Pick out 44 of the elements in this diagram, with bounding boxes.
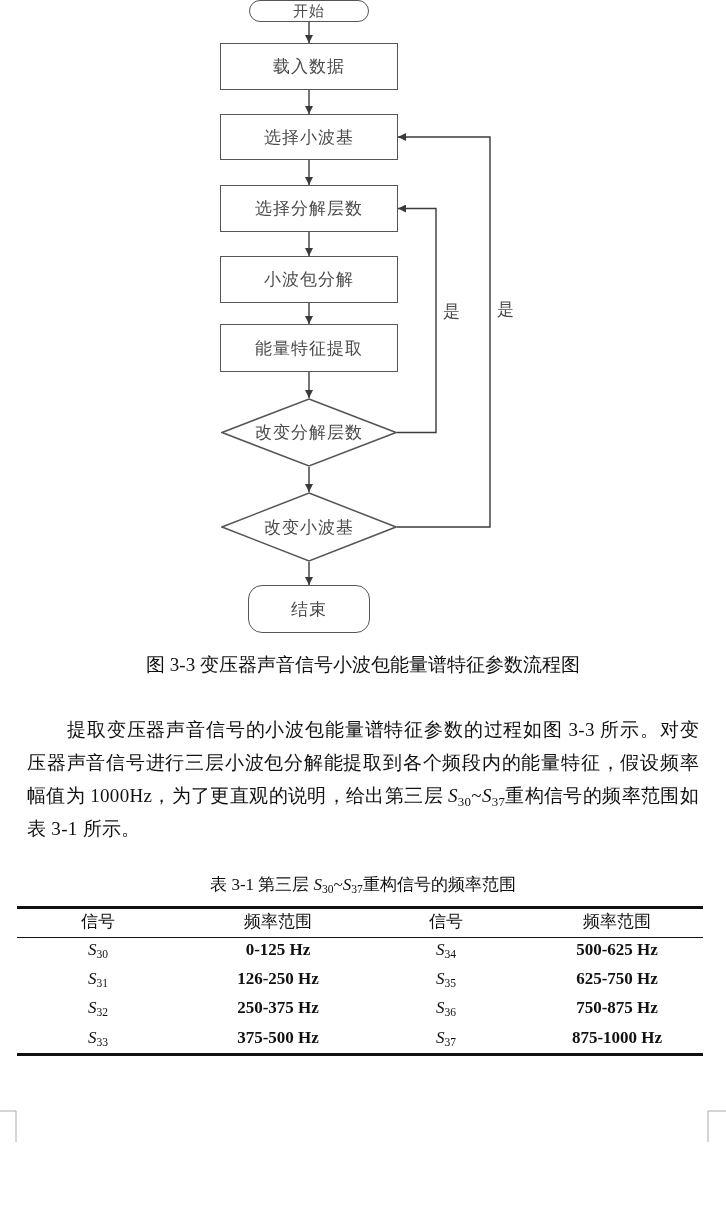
- figure-caption: 图 3-3 变压器声音信号小波包能量谱特征参数流程图: [146, 653, 580, 677]
- frequency-range: 500-625 Hz: [576, 939, 658, 961]
- edge-label: 是: [442, 302, 461, 322]
- signal-label: S$_{31}$: [87, 968, 108, 991]
- arrow: [396, 133, 491, 528]
- signal-label: S$_{37}$: [435, 1027, 456, 1050]
- arrow: [305, 89, 313, 115]
- signal-label: S$_{35}$: [435, 968, 456, 991]
- process-box: 小波包分解: [220, 256, 398, 303]
- arrow: [305, 561, 313, 586]
- process-box: 选择分解层数: [220, 185, 398, 232]
- terminal-box: 开始: [249, 0, 369, 22]
- signal-label: S$_{36}$: [435, 997, 456, 1020]
- frequency-range: 0-125 Hz: [245, 939, 311, 961]
- arrow: [305, 21, 313, 44]
- arrow: [305, 466, 313, 493]
- signal-label: S$_{32}$: [87, 997, 108, 1020]
- arrow: [305, 371, 313, 399]
- table-caption: 表 3-1 第三层 S$_{30}$~S$_{37}$重构信号的频率范围: [210, 874, 516, 897]
- signal-label: S$_{30}$: [87, 939, 108, 962]
- signal-label: S$_{34}$: [435, 939, 456, 962]
- process-box: 能量特征提取: [220, 324, 398, 372]
- frequency-range: 875-1000 Hz: [571, 1027, 663, 1049]
- paragraph: 提取变压器声音信号的小波包能量谱特征参数的过程如图 3-3 所示。对变压器声音信号进行三层小波包分解能提取到各个频段内的能量特征，假设频率幅值为 1000Hz，为了更直观的说明，给出第三层 S$_{30}$~S$_{37}$重构信号的频率范围如表 3-1 所示。: [27, 718, 699, 841]
- column-header: 频率范围: [244, 911, 312, 933]
- column-header: 信号: [81, 911, 115, 933]
- frequency-range: 375-500 Hz: [237, 1027, 319, 1049]
- frequency-range: 625-750 Hz: [576, 968, 658, 990]
- frequency-range: 250-375 Hz: [237, 997, 319, 1019]
- column-header: 信号: [429, 911, 463, 933]
- decision-diamond: 改变分解层数: [221, 398, 397, 467]
- arrow: [396, 204, 437, 434]
- process-box: 载入数据: [220, 43, 398, 90]
- signal-label: S$_{33}$: [87, 1027, 108, 1050]
- frequency-range: 126-250 Hz: [237, 968, 319, 990]
- decision-diamond: 改变小波基: [221, 492, 397, 562]
- column-header: 频率范围: [583, 911, 651, 933]
- edge-label: 是: [496, 300, 515, 320]
- terminal-box: 结束: [248, 585, 370, 633]
- frequency-range: 750-875 Hz: [576, 997, 658, 1019]
- arrow: [305, 302, 313, 325]
- process-box: 选择小波基: [220, 114, 398, 160]
- arrow: [305, 159, 313, 186]
- arrow: [305, 231, 313, 257]
